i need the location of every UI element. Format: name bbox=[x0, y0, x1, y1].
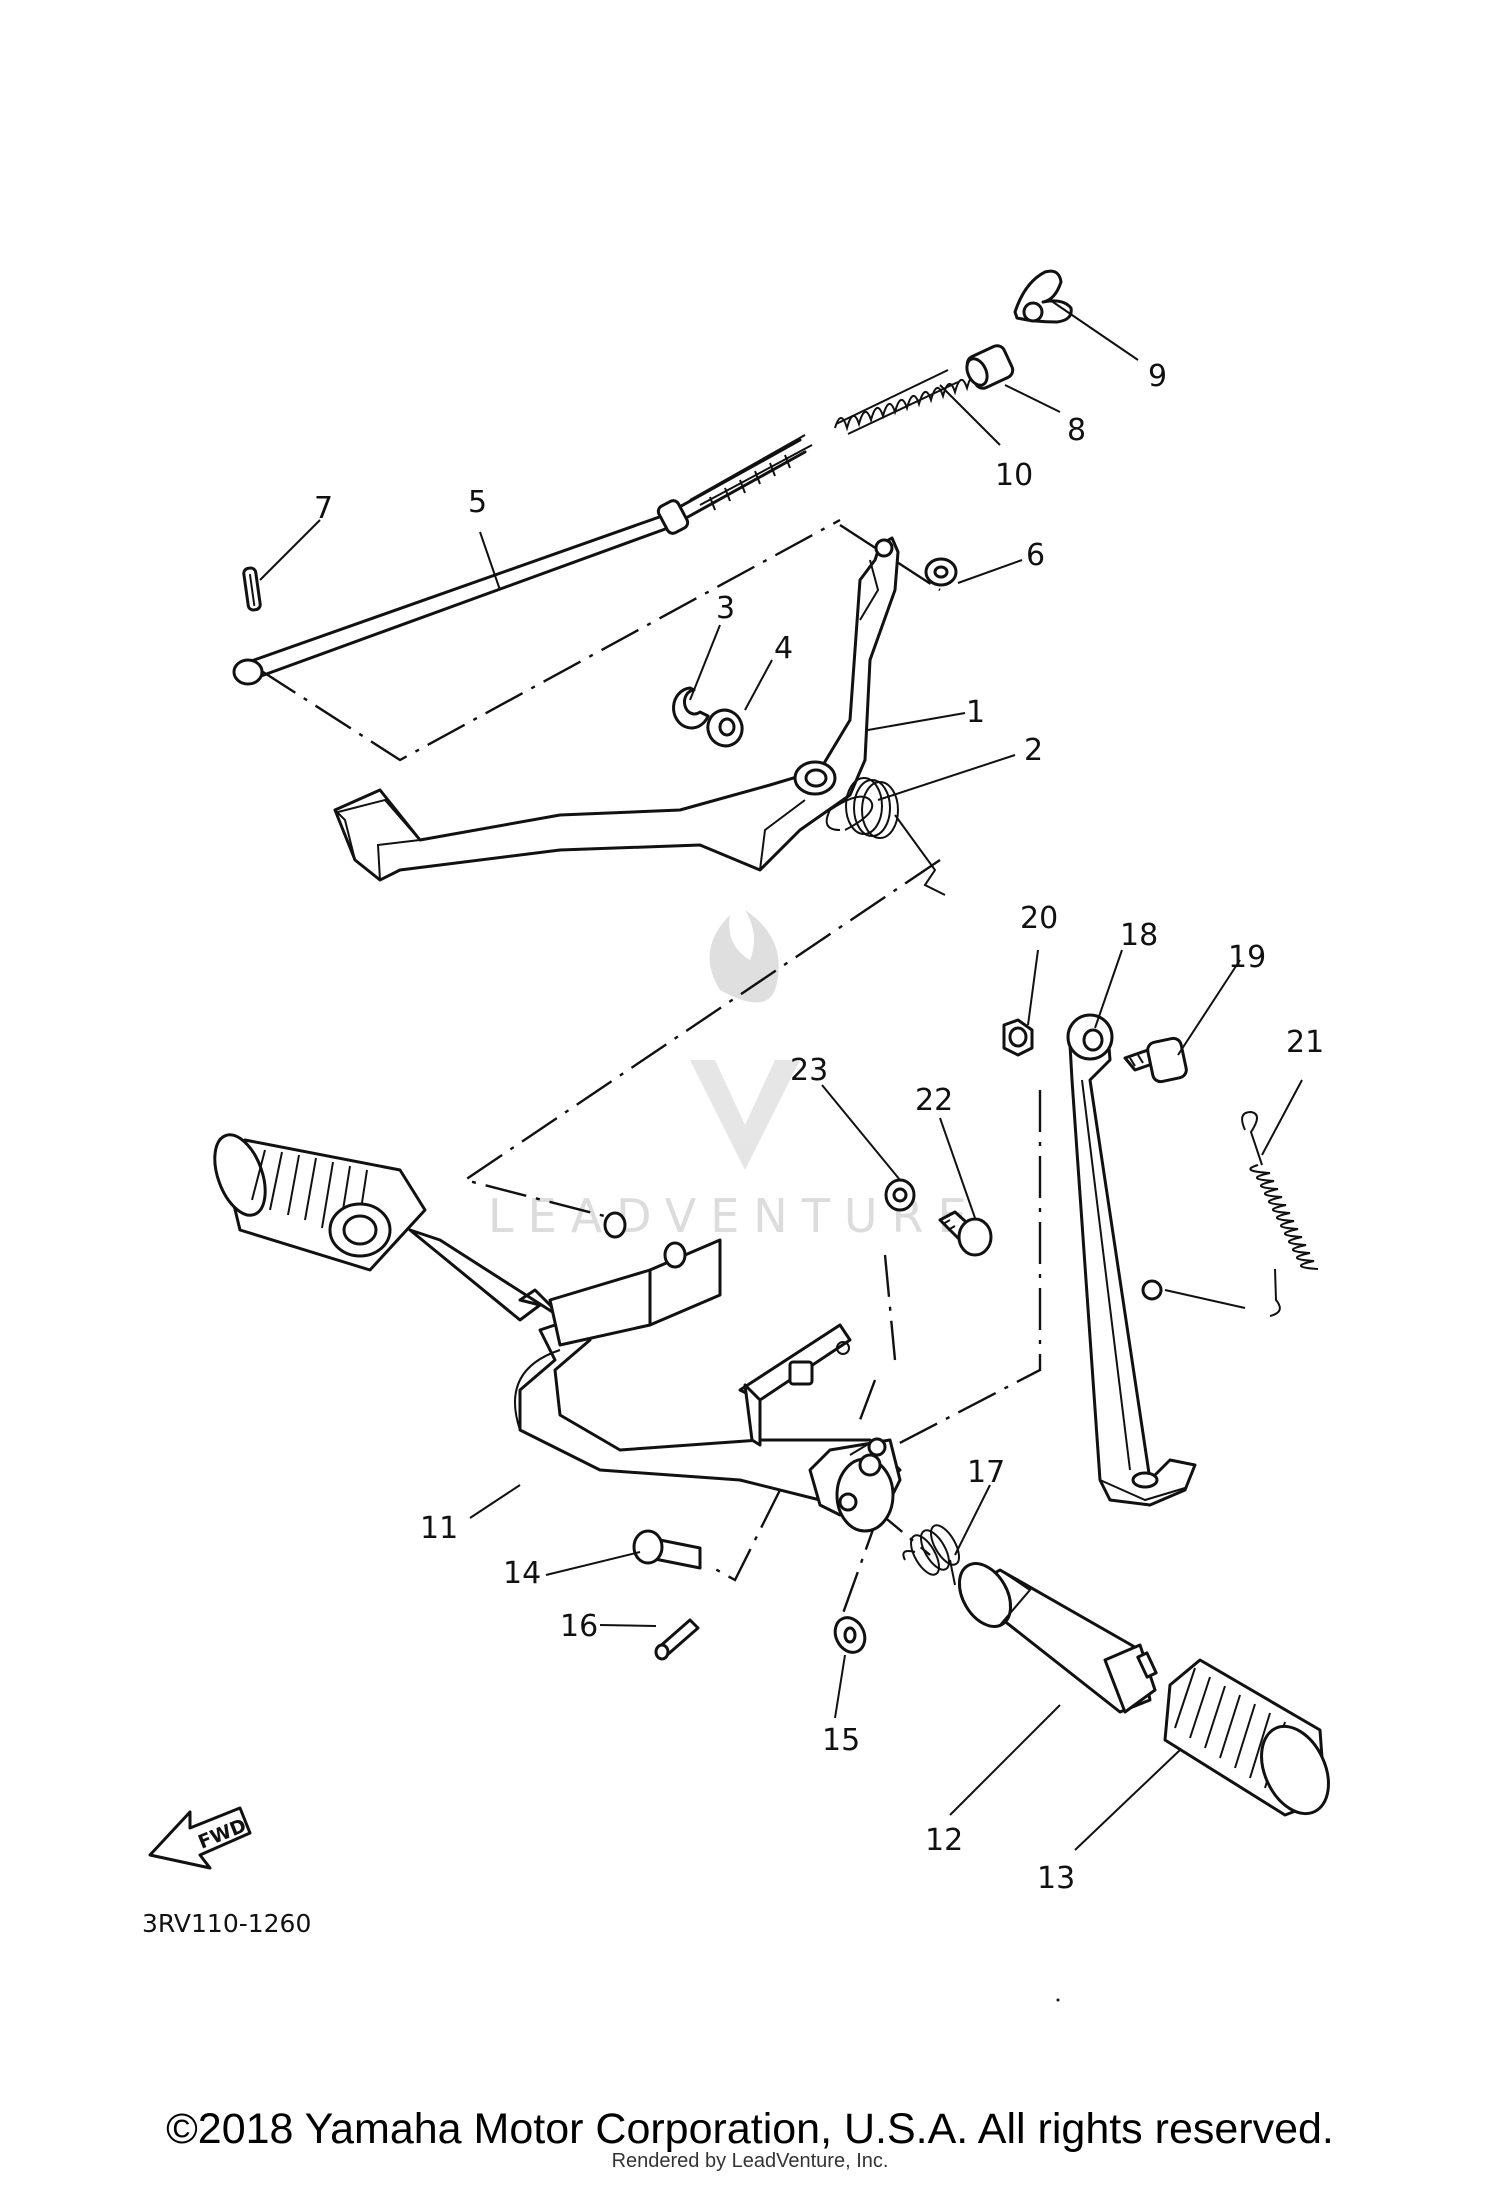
brake-pedal bbox=[333, 536, 900, 882]
callout-13: 13 bbox=[1037, 1861, 1075, 1896]
nut-20 bbox=[1002, 1018, 1034, 1057]
adjust-nut bbox=[965, 344, 1015, 390]
right-footpeg-rubber bbox=[1163, 1658, 1330, 1817]
diagram-code: 3RV110-1260 bbox=[142, 1909, 311, 1938]
circlip bbox=[672, 686, 710, 730]
sidestand bbox=[1066, 1013, 1197, 1507]
callout-8: 8 bbox=[1067, 413, 1086, 448]
callout-15: 15 bbox=[822, 1723, 860, 1758]
brake-rod bbox=[232, 434, 813, 686]
callout-2: 2 bbox=[1024, 733, 1043, 768]
callout-11: 11 bbox=[420, 1511, 458, 1546]
leader-lines bbox=[259, 299, 1303, 1851]
callout-21: 21 bbox=[1286, 1025, 1324, 1060]
washer-4 bbox=[706, 708, 744, 748]
bolt-19 bbox=[1123, 1036, 1188, 1084]
fwd-arrow: FWD bbox=[148, 1806, 252, 1870]
washer-6 bbox=[924, 557, 958, 587]
right-footpeg bbox=[957, 1562, 1158, 1714]
cotter-pin-16 bbox=[654, 1618, 700, 1661]
speck-mark bbox=[1056, 1998, 1060, 2002]
callout-4: 4 bbox=[774, 631, 793, 666]
washer-15 bbox=[833, 1616, 867, 1654]
callout-7: 7 bbox=[314, 491, 333, 526]
callout-22: 22 bbox=[915, 1083, 953, 1118]
callout-12: 12 bbox=[925, 1823, 963, 1858]
callout-3: 3 bbox=[716, 591, 735, 626]
callout-10: 10 bbox=[995, 458, 1033, 493]
callout-6: 6 bbox=[1026, 538, 1045, 573]
callout-14: 14 bbox=[503, 1556, 541, 1591]
callout-23: 23 bbox=[790, 1053, 828, 1088]
nut-23 bbox=[884, 1178, 916, 1212]
callout-17: 17 bbox=[967, 1455, 1005, 1490]
callout-labels: 1 2 3 4 5 6 7 8 9 10 11 12 13 14 15 16 1… bbox=[314, 359, 1324, 1896]
cotter-pin bbox=[242, 566, 262, 612]
callout-1: 1 bbox=[966, 695, 985, 730]
callout-20: 20 bbox=[1020, 901, 1058, 936]
bolt-22 bbox=[938, 1210, 993, 1257]
callout-16: 16 bbox=[560, 1609, 598, 1644]
footrest-spring bbox=[902, 1524, 960, 1586]
rendered-by-notice: Rendered by LeadVenture, Inc. bbox=[611, 2150, 889, 2172]
callout-9: 9 bbox=[1148, 359, 1167, 394]
callout-19: 19 bbox=[1228, 940, 1266, 975]
pivot-pin bbox=[632, 1529, 702, 1570]
left-footpeg-rubber bbox=[213, 1133, 427, 1272]
copyright-notice: ©2018 Yamaha Motor Corporation, U.S.A. A… bbox=[166, 2105, 1334, 2153]
callout-18: 18 bbox=[1120, 918, 1158, 953]
pedal-spring bbox=[825, 777, 946, 896]
footrest-bar bbox=[408, 1211, 902, 1533]
stand-spring bbox=[1241, 1110, 1319, 1317]
callout-5: 5 bbox=[468, 485, 487, 520]
wing-nut bbox=[1013, 269, 1073, 324]
